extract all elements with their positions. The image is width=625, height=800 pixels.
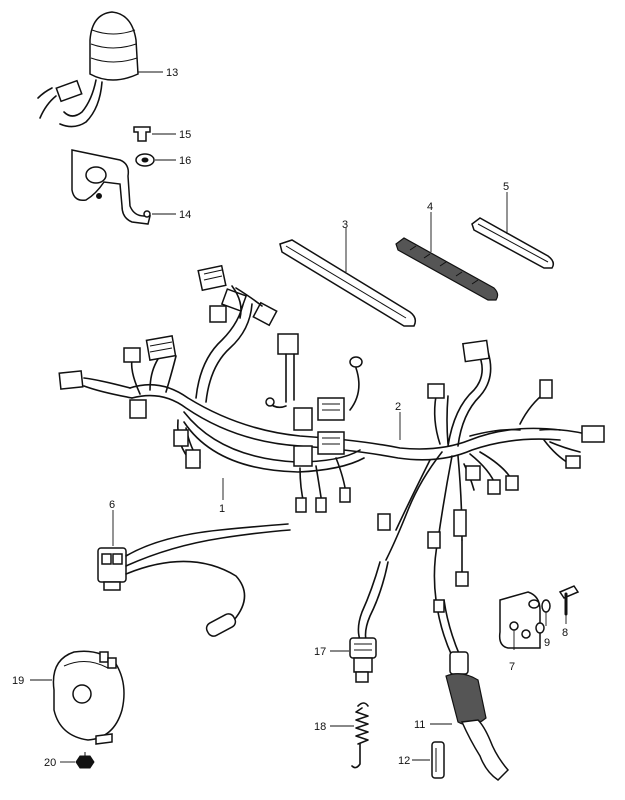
- callout-18: 18: [314, 721, 326, 733]
- part-14-bracket: 14: [71, 149, 191, 225]
- part-5-clamp-band: 5: [471, 181, 555, 269]
- part-7-8-9-switch-plate: 8 9 7: [498, 585, 580, 673]
- callout-11: 11: [414, 719, 425, 731]
- part-17-brake-switch: 17: [314, 561, 389, 683]
- part-1-main-harness: 1: [58, 264, 561, 515]
- part-16-washer: 16: [135, 153, 191, 167]
- part-13-relay: 13: [37, 11, 178, 128]
- callout-7: 7: [509, 661, 515, 673]
- callout-4: 4: [427, 201, 433, 213]
- callout-6: 6: [109, 499, 115, 511]
- callout-3: 3: [342, 219, 348, 231]
- callout-20: 20: [44, 757, 56, 769]
- callout-19: 19: [12, 675, 24, 687]
- part-18-spring: 18: [314, 702, 369, 769]
- part-6-lead-wire: 6: [97, 499, 291, 637]
- callout-1: 1: [219, 503, 225, 515]
- callout-17: 17: [314, 646, 326, 658]
- part-19-horn: 19: [12, 650, 125, 745]
- callout-5: 5: [503, 181, 509, 193]
- callout-9: 9: [544, 637, 550, 649]
- callout-12: 12: [398, 755, 410, 767]
- callout-16: 16: [179, 155, 191, 167]
- part-11-cover: 11: [414, 599, 510, 781]
- callout-13: 13: [166, 67, 178, 79]
- part-2-sub-harness: 2: [377, 339, 605, 601]
- part-20-nut: 20: [44, 752, 95, 769]
- callout-14: 14: [179, 209, 191, 221]
- part-3-clamp-band: 3: [279, 219, 417, 327]
- part-15-bolt: 15: [133, 126, 191, 142]
- part-12-sleeve: 12: [398, 741, 445, 779]
- callout-8: 8: [562, 627, 568, 639]
- callout-2: 2: [395, 401, 401, 413]
- part-4-clamp-band: 4: [395, 201, 499, 301]
- callout-15: 15: [179, 129, 191, 141]
